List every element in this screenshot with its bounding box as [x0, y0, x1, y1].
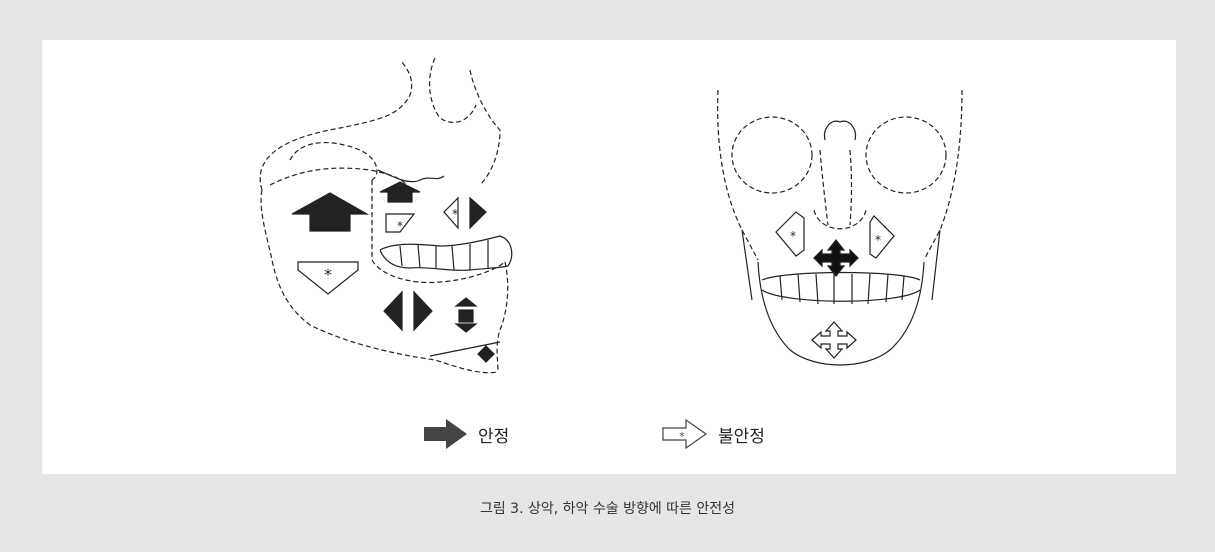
chin-cross-unstable-arrow-icon [812, 322, 856, 358]
jaw-left-stable-arrow-icon [384, 292, 402, 330]
right-cheek-unstable-arrow-icon: * [870, 216, 894, 258]
mandible-down-unstable-arrow-icon: * [298, 262, 358, 294]
left-cheek-unstable-arrow-icon: * [776, 212, 804, 256]
figure-caption: 그림 3. 상악, 하악 수술 방향에 따른 안전성 [0, 498, 1215, 518]
forward-backward-arrows: * [444, 198, 486, 228]
svg-text:*: * [790, 229, 796, 243]
midface-down-unstable-arrow-icon: * [386, 214, 414, 233]
jaw-right-stable-arrow-icon [414, 292, 432, 330]
solid-arrow-icon [424, 418, 468, 450]
hollow-asterisk-arrow-icon: * [662, 418, 708, 450]
legend-stable: 안정 [424, 418, 509, 450]
svg-text:*: * [452, 207, 458, 221]
svg-text:*: * [397, 219, 403, 233]
chin-cross-arrow-icon [478, 346, 494, 362]
legend-unstable: * 불안정 [662, 418, 765, 450]
svg-text:*: * [875, 233, 881, 247]
lateral-teeth [380, 236, 512, 270]
svg-text:*: * [679, 430, 685, 443]
frontal-skull-outline [718, 90, 962, 260]
frontal-jaw [742, 121, 940, 365]
midface-up-stable-arrow-icon [380, 182, 420, 202]
center-cross-stable-arrow-icon [814, 240, 858, 276]
jaw-vertical-arrow-icon [456, 298, 476, 332]
maxilla-up-stable-arrow-icon [292, 193, 367, 231]
legend-stable-label: 안정 [478, 422, 509, 447]
legend-unstable-label: 불안정 [718, 422, 765, 447]
svg-text:*: * [324, 265, 332, 284]
